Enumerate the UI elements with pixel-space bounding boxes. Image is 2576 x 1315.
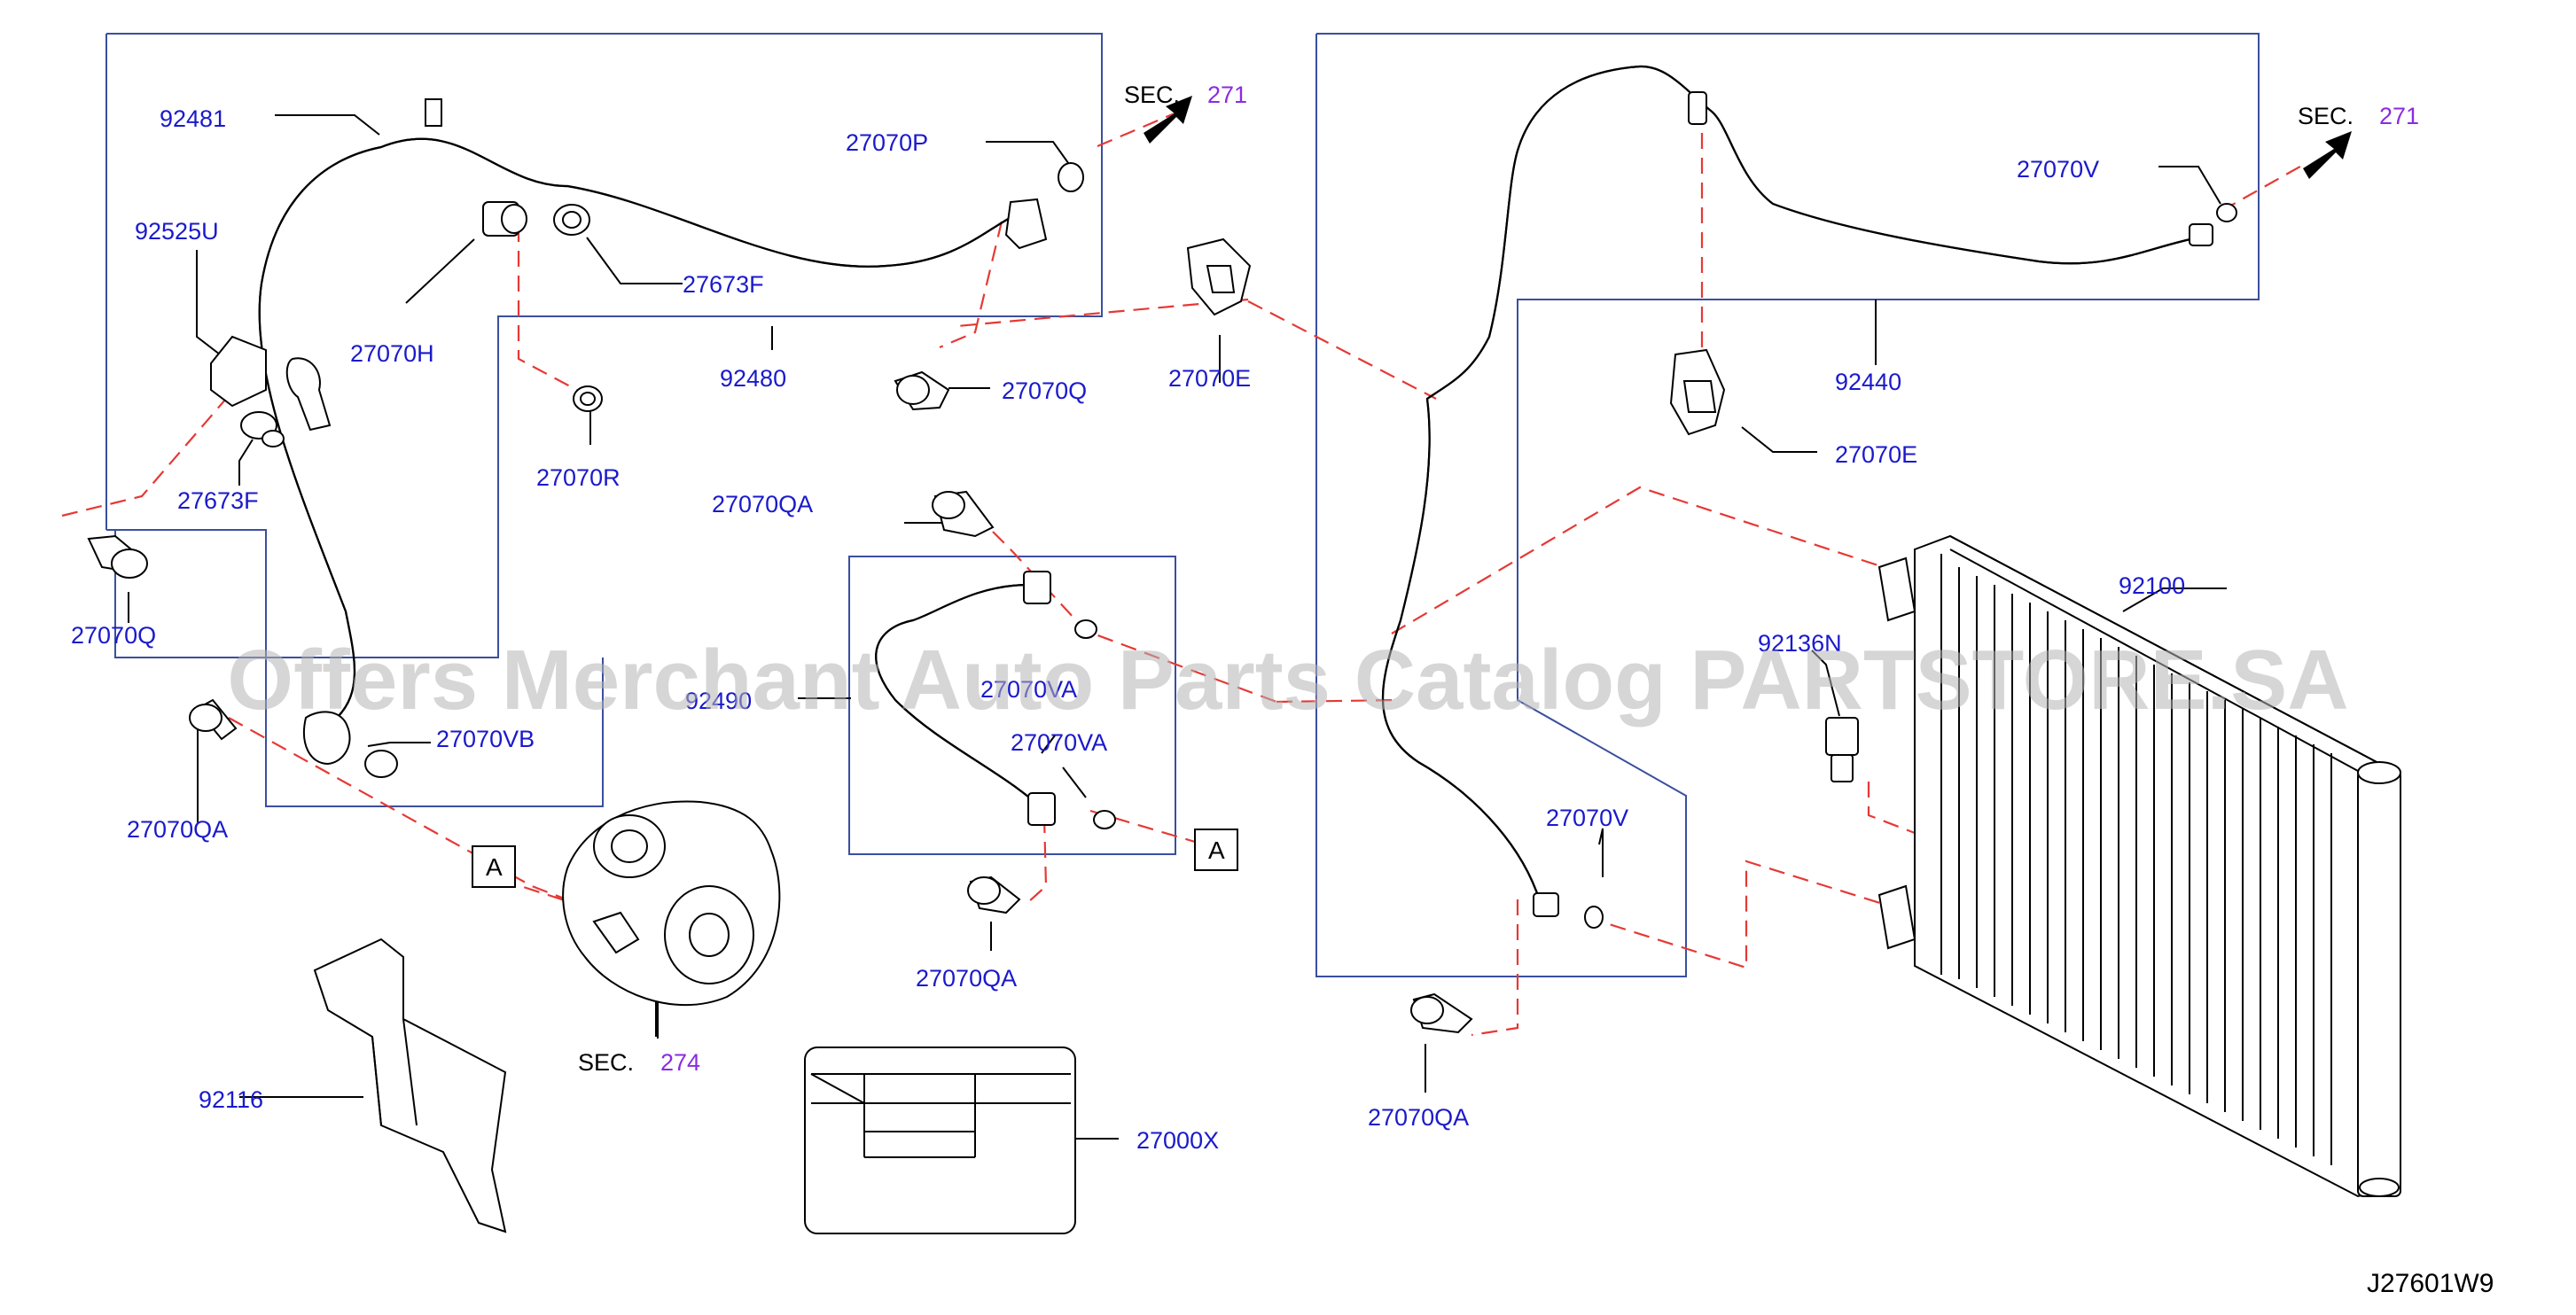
bolt-qa-lower xyxy=(967,875,1021,914)
part-label-92525U[interactable]: 92525U xyxy=(135,218,219,245)
section-number-right[interactable]: 271 xyxy=(2379,103,2419,129)
section-number-compressor[interactable]: 274 xyxy=(660,1049,700,1076)
middle-hose-frame xyxy=(848,556,1176,855)
oring-v-top xyxy=(2216,203,2237,222)
label-plate-27000X xyxy=(804,1047,1076,1234)
diagram-id: J27601W9 xyxy=(2367,1269,2494,1298)
right-assembly-frame xyxy=(1315,33,2260,977)
part-label-27070VB[interactable]: 27070VB xyxy=(436,726,535,752)
bracket-92116 xyxy=(313,938,507,1233)
part-label-27070Q[interactable]: 27070Q xyxy=(1002,377,1087,404)
section-arrow-right xyxy=(2303,131,2352,179)
clip-and-seal-left xyxy=(210,335,285,447)
condenser-fins xyxy=(1958,567,2332,1165)
condenser-92100 xyxy=(1877,534,2401,1198)
leader-lines xyxy=(128,114,2227,1140)
pipe-92440 xyxy=(1382,65,2213,917)
clip-e-right xyxy=(1669,348,1726,436)
section-number-left[interactable]: 271 xyxy=(1207,82,1247,108)
section-label-left: SEC. xyxy=(1124,82,1180,108)
bolt-qa-right xyxy=(1410,992,1473,1034)
part-label-27070V-top[interactable]: 27070V xyxy=(2017,156,2099,183)
left-assembly-frame xyxy=(105,33,1103,807)
part-label-92481[interactable]: 92481 xyxy=(160,105,226,132)
section-label-right: SEC. xyxy=(2298,103,2354,129)
part-label-27070QA-right[interactable]: 27070QA xyxy=(1368,1104,1469,1131)
oring-vb xyxy=(364,750,398,778)
part-label-92480[interactable]: 92480 xyxy=(720,365,786,392)
part-label-27070QA-mid[interactable]: 27070QA xyxy=(712,491,813,517)
hose-92490 xyxy=(875,571,1116,829)
part-label-92490[interactable]: 92490 xyxy=(685,688,752,714)
clip-e-top xyxy=(1186,237,1252,316)
fitting-top xyxy=(482,162,1084,412)
section-label-compressor: SEC. xyxy=(578,1049,634,1076)
part-label-27070E-right[interactable]: 27070E xyxy=(1835,441,1917,468)
part-label-27070QA-left[interactable]: 27070QA xyxy=(127,816,228,843)
watermark: Offers Merchant Auto Parts Catalog PARTS… xyxy=(227,633,2348,728)
pressure-sensor xyxy=(1825,717,1859,782)
part-label-27070VA-b[interactable]: 27070VA xyxy=(1011,729,1107,756)
part-label-27673F-top[interactable]: 27673F xyxy=(683,271,764,298)
part-label-27070Q-left[interactable]: 27070Q xyxy=(71,622,156,649)
part-label-27000X[interactable]: 27000X xyxy=(1136,1127,1219,1154)
part-label-92136N[interactable]: 92136N xyxy=(1758,630,1842,657)
reference-marker-compressor: A xyxy=(486,853,503,881)
part-label-27070R[interactable]: 27070R xyxy=(536,464,621,491)
compressor xyxy=(562,800,781,1007)
part-label-92440[interactable]: 92440 xyxy=(1835,369,1901,395)
part-label-27070P[interactable]: 27070P xyxy=(846,129,928,156)
part-label-27070H[interactable]: 27070H xyxy=(350,340,434,367)
bolt-left xyxy=(87,534,148,579)
part-label-92116[interactable]: 92116 xyxy=(199,1086,263,1113)
part-label-27070VA-a[interactable]: 27070VA xyxy=(980,676,1077,703)
bolt-qa-mid xyxy=(932,490,995,538)
part-label-27673F-left[interactable]: 27673F xyxy=(177,487,259,514)
part-label-27070V-low[interactable]: 27070V xyxy=(1546,805,1628,831)
hose-92481 xyxy=(258,98,1020,766)
part-label-27070QA-lower[interactable]: 27070QA xyxy=(916,965,1017,992)
part-label-27070E-top[interactable]: 27070E xyxy=(1168,365,1251,392)
part-label-92100[interactable]: 92100 xyxy=(2119,572,2185,599)
reference-box-compressor xyxy=(472,845,516,888)
section-arrow-left xyxy=(1144,96,1192,144)
reference-box-hose xyxy=(1194,829,1238,871)
bolt-qa-left xyxy=(189,698,238,741)
reference-marker-hose: A xyxy=(1208,836,1225,864)
oring-v-low xyxy=(1584,906,1604,929)
